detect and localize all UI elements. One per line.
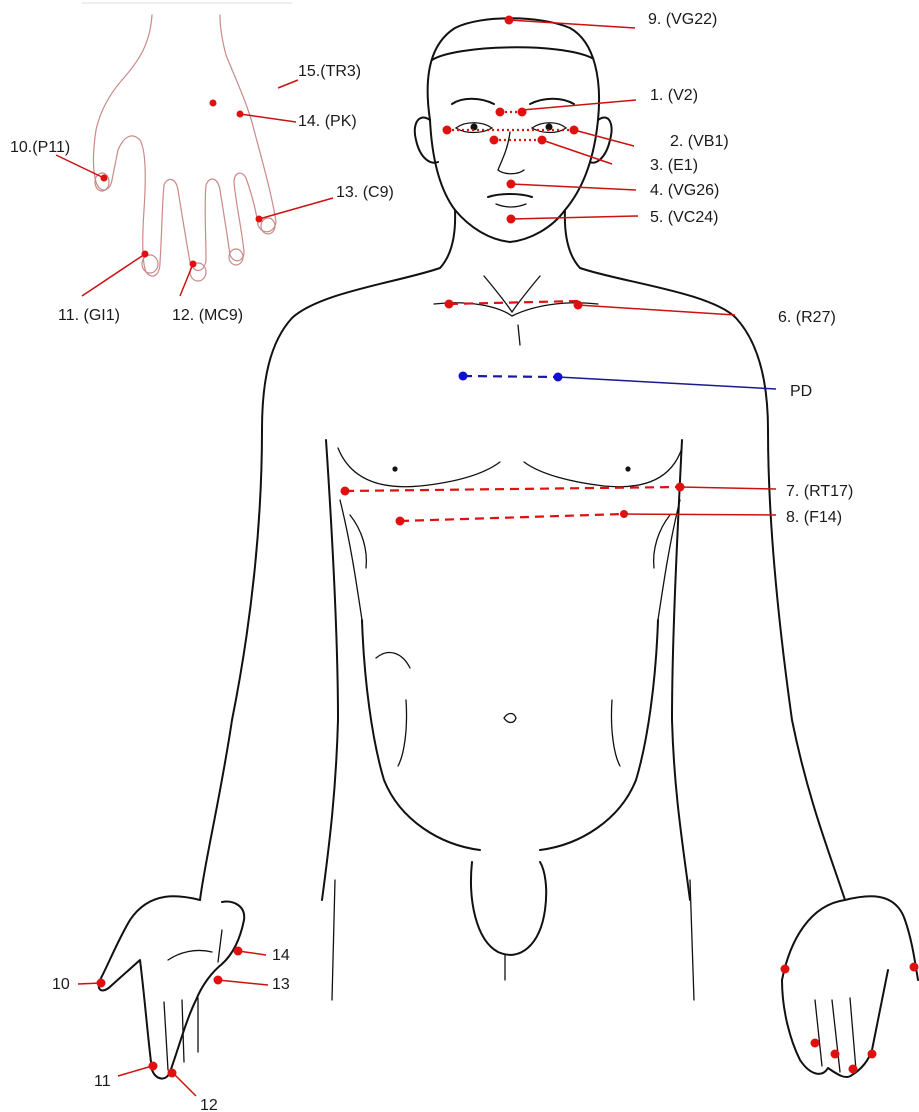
point-gi1-inset (142, 251, 149, 258)
label-hand-10: 10 (52, 976, 70, 993)
point-r27-right (574, 301, 583, 310)
label-vg22: 9. (VG22) (648, 11, 717, 28)
label-pd: PD (790, 383, 812, 400)
point-e1-right (538, 136, 547, 145)
point-pd-right (554, 373, 563, 382)
label-hand-14: 14 (272, 947, 290, 964)
point-mc9-inset (190, 261, 197, 268)
inset-hand-drawing (82, 3, 292, 281)
point-f14-left (396, 517, 405, 526)
label-gi1: 11. (GI1) (58, 307, 120, 324)
point-vc24 (507, 215, 516, 224)
label-hand-11: 11 (94, 1073, 111, 1090)
point-right-hand-c (811, 1039, 820, 1048)
point-11-left-hand (149, 1062, 158, 1071)
point-v2-left (496, 108, 505, 117)
point-vb1-left (443, 126, 452, 135)
label-vb1: 2. (VB1) (670, 133, 729, 150)
label-mc9: 12. (MC9) (172, 307, 243, 324)
label-pk: 14. (PK) (298, 113, 357, 130)
label-hand-12: 12 (200, 1097, 218, 1112)
point-right-hand-a (781, 965, 790, 974)
point-f14-right (620, 510, 628, 518)
point-p11-inset (101, 175, 108, 182)
label-tr3: 15.(TR3) (298, 63, 361, 80)
point-v2-right (518, 108, 527, 117)
label-c9: 13. (C9) (336, 184, 394, 201)
point-r27-left (445, 300, 454, 309)
point-vg26 (507, 180, 516, 189)
point-labels: 9. (VG22) 1. (V2) 2. (VB1) 3. (E1) 4. (V… (10, 11, 853, 1112)
body-outline (99, 18, 918, 1078)
point-vb1-right (570, 126, 579, 135)
point-rt17-left (341, 487, 350, 496)
point-12-left-hand (168, 1069, 177, 1078)
label-p11: 10.(P11) (10, 139, 70, 156)
point-c9-inset (256, 216, 263, 223)
point-e1-left (490, 136, 499, 145)
acupoints (97, 16, 919, 1078)
label-v2: 1. (V2) (650, 87, 698, 104)
label-vc24: 5. (VC24) (650, 209, 718, 226)
point-13-left-hand (214, 976, 223, 985)
label-r27: 6. (R27) (778, 309, 836, 326)
point-right-hand-e (868, 1050, 877, 1059)
point-right-hand-d (831, 1050, 840, 1059)
label-hand-13: 13 (272, 976, 290, 993)
point-10-left-hand (97, 979, 106, 988)
point-tr3-inset (210, 100, 217, 107)
point-right-hand-f (849, 1065, 858, 1074)
label-f14: 8. (F14) (786, 509, 842, 526)
label-vg26: 4. (VG26) (650, 182, 719, 199)
point-rt17-right (676, 483, 685, 492)
point-vg22 (505, 16, 514, 25)
point-pd-left (459, 372, 468, 381)
label-rt17: 7. (RT17) (786, 483, 853, 500)
point-right-hand-b (910, 963, 919, 972)
point-14-left-hand (234, 947, 243, 956)
label-e1: 3. (E1) (650, 157, 698, 174)
point-pk-inset (237, 111, 244, 118)
